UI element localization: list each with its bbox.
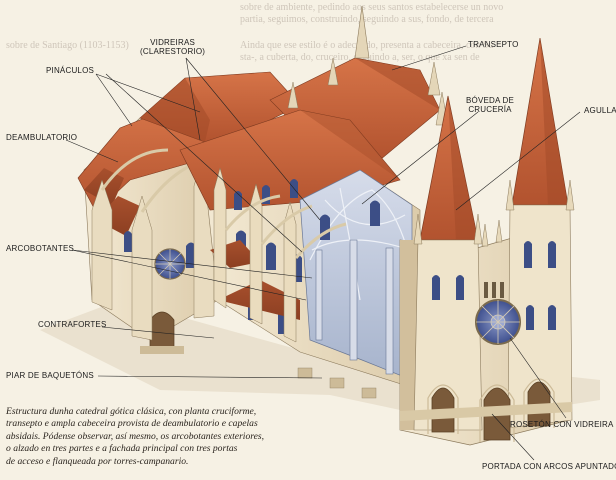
label-roseton: ROSETÓN CON VIDREIRA (510, 420, 614, 429)
callout-lines (65, 45, 581, 461)
background-text-line: partia, seguimos, construíndo, seguindo … (240, 14, 494, 25)
label-boveda: BÓVEDA DE CRUCERÍA (466, 96, 515, 114)
background-text-line: sobre de Santiago (1103-1153) (6, 40, 129, 51)
apse-roof-shade (140, 78, 210, 142)
crossing-spire (354, 5, 370, 59)
label-vidreiras: VIDREIRAS (CLARESTORIO) (140, 38, 206, 56)
label-agulla: AGULLA (584, 106, 616, 115)
transept-portal (149, 311, 175, 349)
caption-line: absidais. Pódense observar, así mesmo, o… (6, 430, 265, 442)
nave-roof-shade (300, 110, 400, 180)
figure-caption: Estructura dunha catedral gótica clásica… (6, 406, 416, 468)
label-portada: PORTADA CON ARCOS APUNTADOS (482, 462, 616, 471)
label-contrafortes: CONTRAFORTES (38, 320, 107, 329)
caption-line: o alzado en tres partes e a fachada prin… (6, 443, 238, 455)
label-transepto: TRANSEPTO (468, 40, 519, 49)
chevet-group (77, 71, 301, 354)
north-tower (413, 239, 483, 431)
caption-line: transepto e ampla cabeceira provista de … (6, 418, 258, 430)
nave-group (179, 109, 421, 399)
caption-line: de acceso e flanqueada por torres-campan… (6, 455, 189, 467)
label-pinaculos: PINÁCULOS (46, 66, 95, 75)
label-arcobotantes: ARCOBOTANTES (6, 244, 75, 253)
background-text-line: sobre de ambiente, pedindo aos seus sant… (240, 2, 504, 13)
label-piar: PIAR DE BAQUETÓNS (6, 371, 94, 380)
caption-line: Estructura dunha catedral gótica clásica… (6, 406, 257, 417)
transept-roof-shade (355, 58, 440, 110)
chapel-roof (96, 196, 140, 236)
west-facade-group (399, 37, 575, 446)
label-deambulatorio: DEAMBULATORIO (6, 133, 78, 142)
